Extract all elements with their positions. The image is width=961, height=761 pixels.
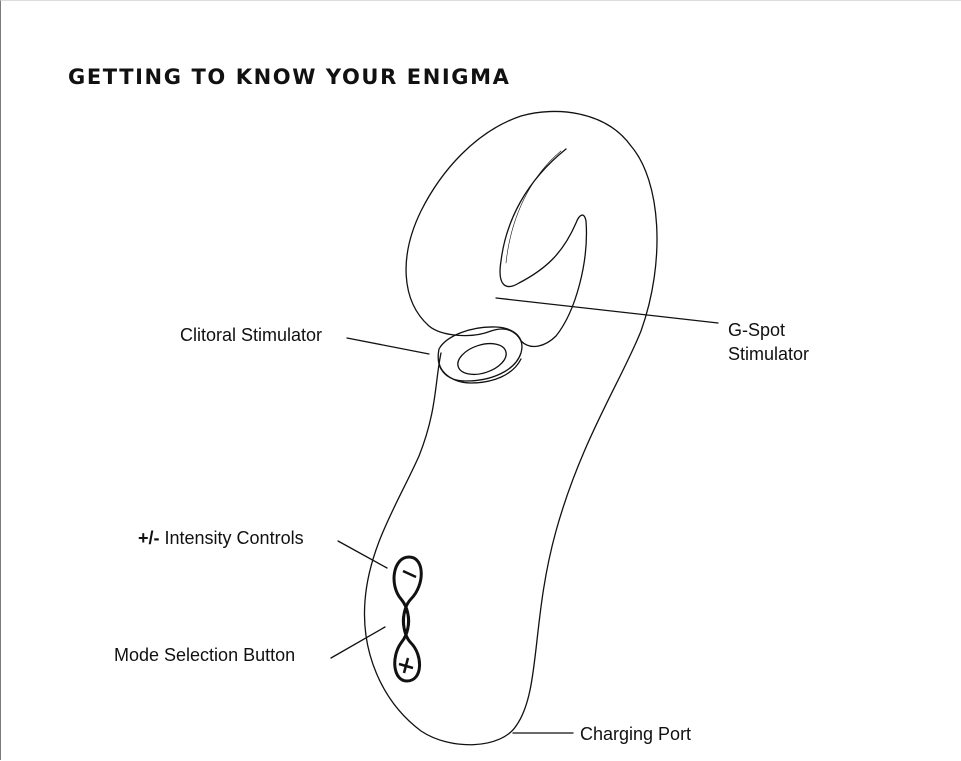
- intensity-text: Intensity Controls: [159, 528, 304, 548]
- gspot-stimulator-label: G-Spot Stimulator: [728, 318, 809, 366]
- gspot-arm: [499, 148, 588, 348]
- clitoral-stimulator-opening: [457, 342, 507, 376]
- clitoral-stimulator-rim: [438, 358, 522, 384]
- intensity-leader-line: [337, 540, 388, 569]
- gspot-label-line1: G-Spot: [728, 320, 786, 340]
- plus-icon-v: [402, 657, 410, 674]
- mode-leader-line: [330, 626, 386, 659]
- intensity-controls-label: +/- Intensity Controls: [138, 526, 304, 550]
- mode-button-icon: [401, 611, 411, 631]
- gspot-label-line2: Stimulator: [728, 344, 810, 364]
- page-title: GETTING TO KNOW YOUR ENIGMA: [68, 65, 511, 89]
- gspot-inner-highlight: [505, 150, 562, 264]
- clitoral-leader-line: [346, 337, 430, 355]
- intensity-prefix: +/-: [138, 528, 160, 548]
- button-panel-outline: [392, 555, 423, 683]
- clitoral-stimulator-label: Clitoral Stimulator: [180, 325, 323, 345]
- device-outline: [363, 110, 658, 746]
- charging-port-label: Charging Port: [580, 724, 692, 744]
- mode-selection-label: Mode Selection Button: [114, 645, 296, 665]
- gspot-leader-line: [495, 297, 719, 324]
- button-panel: [392, 555, 423, 683]
- minus-icon: [402, 569, 417, 579]
